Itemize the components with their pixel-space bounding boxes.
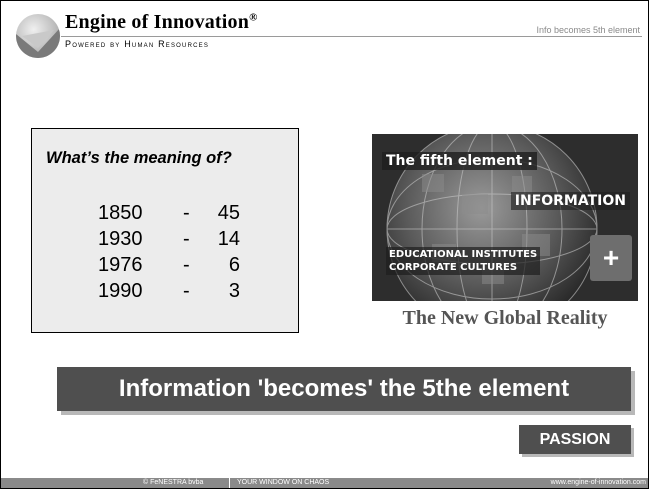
footer-url[interactable]: www.engine-of-innovation.com: [550, 479, 646, 486]
panel-list-item: CORPORATE CULTURES: [389, 262, 518, 273]
slide-caption: Info becomes 5th element: [536, 25, 640, 35]
quiz-value: 6: [228, 254, 240, 276]
quiz-separator: -: [183, 280, 190, 302]
panel-keyword: INFORMATION: [510, 192, 630, 210]
quiz-year: 1850: [98, 202, 143, 224]
quiz-year: 1976: [98, 254, 143, 276]
headline-banner: Information 'becomes' the 5the element: [57, 367, 631, 411]
quiz-separator: -: [183, 228, 190, 250]
globe-image: The fifth element : INFORMATION EDUCATIO…: [372, 134, 638, 301]
footer-motto: YOUR WINDOW ON CHAOS: [237, 479, 330, 486]
plus-icon: +: [590, 235, 632, 281]
brand-title: Engine of Innovation®: [65, 11, 258, 33]
image-caption: The New Global Reality: [402, 307, 608, 329]
quiz-separator: -: [183, 254, 190, 276]
header-divider: [61, 36, 642, 37]
footer: © FeNESTRA bvba YOUR WINDOW ON CHAOS www…: [1, 478, 648, 488]
brand-subtitle: Powered by Human Resources: [65, 39, 210, 49]
panel-list-item: EDUCATIONAL INSTITUTES: [389, 249, 538, 260]
quiz-year: 1930: [98, 228, 143, 250]
quiz-year: 1990: [98, 280, 143, 302]
quiz-value: 14: [217, 228, 240, 250]
quiz-value: 3: [228, 280, 240, 302]
panel-list: EDUCATIONAL INSTITUTES CORPORATE CULTURE…: [386, 247, 541, 275]
quiz-box: What’s the meaning of? 1850 - 45 1930 - …: [31, 128, 299, 333]
footer-copyright: © FeNESTRA bvba: [143, 479, 204, 486]
quiz-question: What’s the meaning of?: [46, 149, 232, 167]
panel-heading: The fifth element :: [382, 152, 537, 170]
quiz-separator: -: [183, 202, 190, 224]
passion-tag: PASSION: [519, 425, 631, 454]
logo-icon: [16, 14, 60, 58]
footer-divider: [229, 478, 230, 488]
quiz-value: 45: [217, 202, 240, 224]
